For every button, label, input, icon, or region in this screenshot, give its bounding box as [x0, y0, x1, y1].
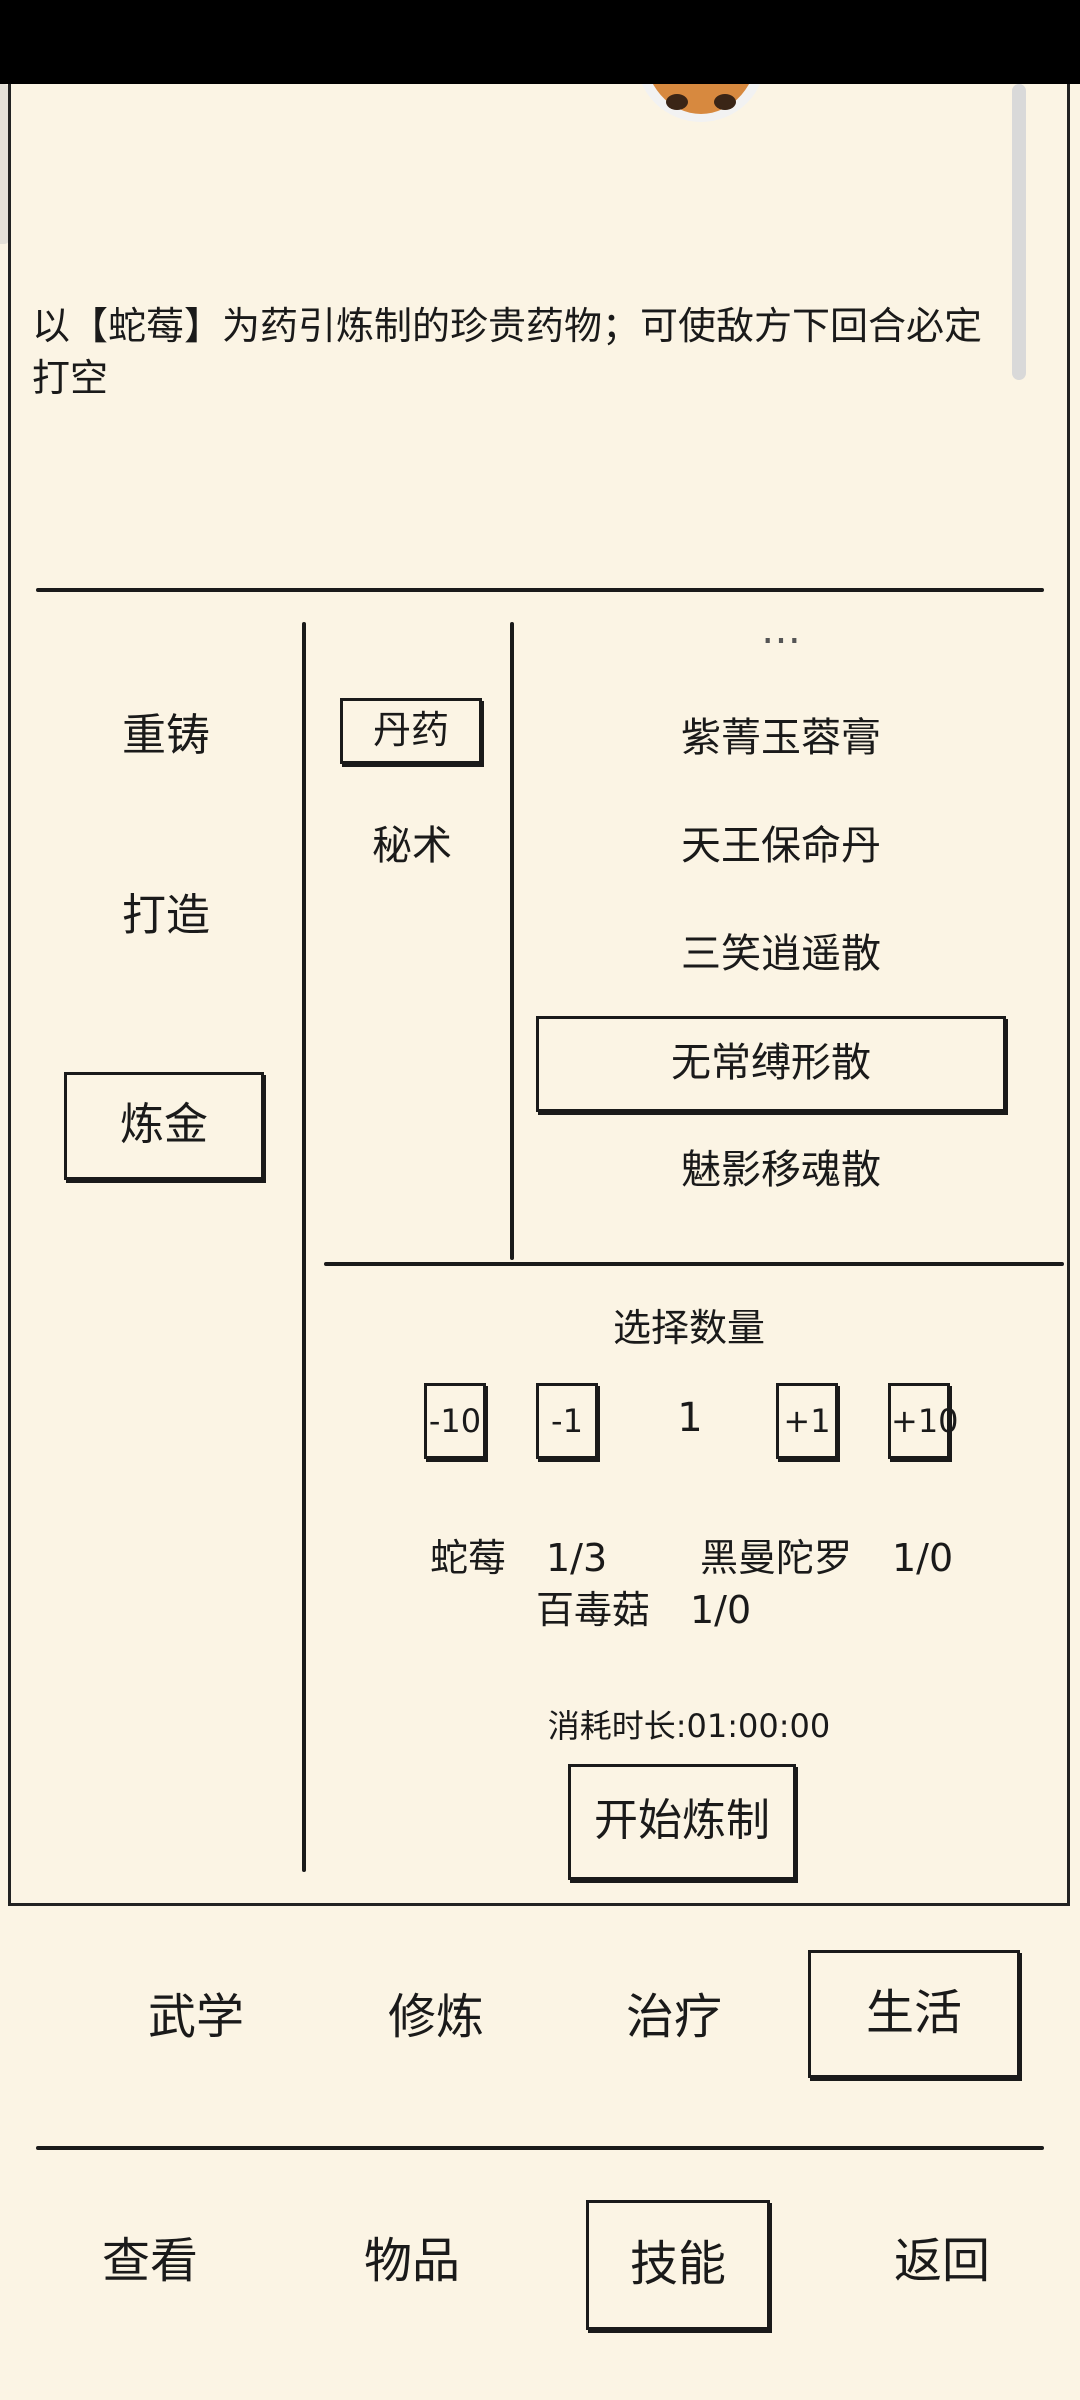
craft-mode-alchemy[interactable]: 炼金: [64, 1072, 264, 1180]
tab-cultivation[interactable]: 修炼: [387, 1989, 484, 2045]
material-count: 1/0: [892, 1536, 954, 1580]
tab-life-skills[interactable]: 生活: [808, 1950, 1020, 2078]
nav-divider: [36, 2146, 1044, 2150]
start-craft-button[interactable]: 开始炼制: [568, 1764, 796, 1880]
character-avatar[interactable]: [636, 84, 766, 124]
category-pills[interactable]: 丹药: [340, 698, 482, 764]
craft-mode-reforge[interactable]: 重铸: [122, 710, 210, 761]
tab-martial-arts[interactable]: 武学: [147, 1989, 244, 2045]
nav-back[interactable]: 返回: [893, 2233, 990, 2289]
recipe-item-selected[interactable]: 无常缚形散: [536, 1016, 1006, 1112]
avatar-right-eye: [714, 94, 736, 110]
recipe-item[interactable]: 紫菁玉蓉膏: [681, 715, 881, 761]
material-count: 1/0: [690, 1588, 752, 1632]
craft-mode-forge[interactable]: 打造: [122, 890, 210, 941]
recipe-item[interactable]: 天王保命丹: [681, 823, 881, 869]
plus-ten-button[interactable]: +10: [888, 1383, 959, 1459]
tab-healing[interactable]: 治疗: [625, 1989, 722, 2045]
material-count: 1/3: [546, 1536, 608, 1580]
recipe-item[interactable]: 魅影移魂散: [681, 1147, 881, 1193]
status-bar: [0, 0, 1080, 84]
minus-one-button[interactable]: -1: [536, 1383, 598, 1459]
panel-edge-handle: [0, 84, 10, 244]
item-description: 以【蛇莓】为药引炼制的珍贵药物；可使敌方下回合必定打空: [32, 304, 983, 400]
minus-ten-button[interactable]: -10: [424, 1383, 486, 1459]
description-scrollbar[interactable]: [1012, 84, 1026, 380]
material-name: 蛇莓: [430, 1536, 507, 1580]
material-name: 百毒菇: [536, 1588, 651, 1632]
category-column-divider: [510, 622, 514, 1260]
description-divider: [36, 588, 1044, 592]
quantity-value: 1: [677, 1395, 703, 1441]
mode-column-divider: [302, 622, 306, 1872]
nav-view[interactable]: 查看: [101, 2233, 198, 2289]
nav-skills[interactable]: 技能: [586, 2200, 770, 2330]
category-secret-arts[interactable]: 秘术: [372, 823, 452, 869]
avatar-left-eye: [666, 94, 688, 110]
plus-one-button[interactable]: +1: [776, 1383, 838, 1459]
material-name: 黑曼陀罗: [700, 1536, 853, 1580]
quantity-title: 选择数量: [612, 1306, 765, 1350]
recipe-divider: [324, 1262, 1064, 1266]
recipe-list-scroll-hint: …: [536, 630, 1026, 652]
recipe-item[interactable]: 三笑逍遥散: [681, 931, 881, 977]
nav-items[interactable]: 物品: [363, 2233, 460, 2289]
duration-text: 消耗时长:01:00:00: [547, 1707, 831, 1745]
crafting-panel-frame: [8, 84, 1070, 1906]
